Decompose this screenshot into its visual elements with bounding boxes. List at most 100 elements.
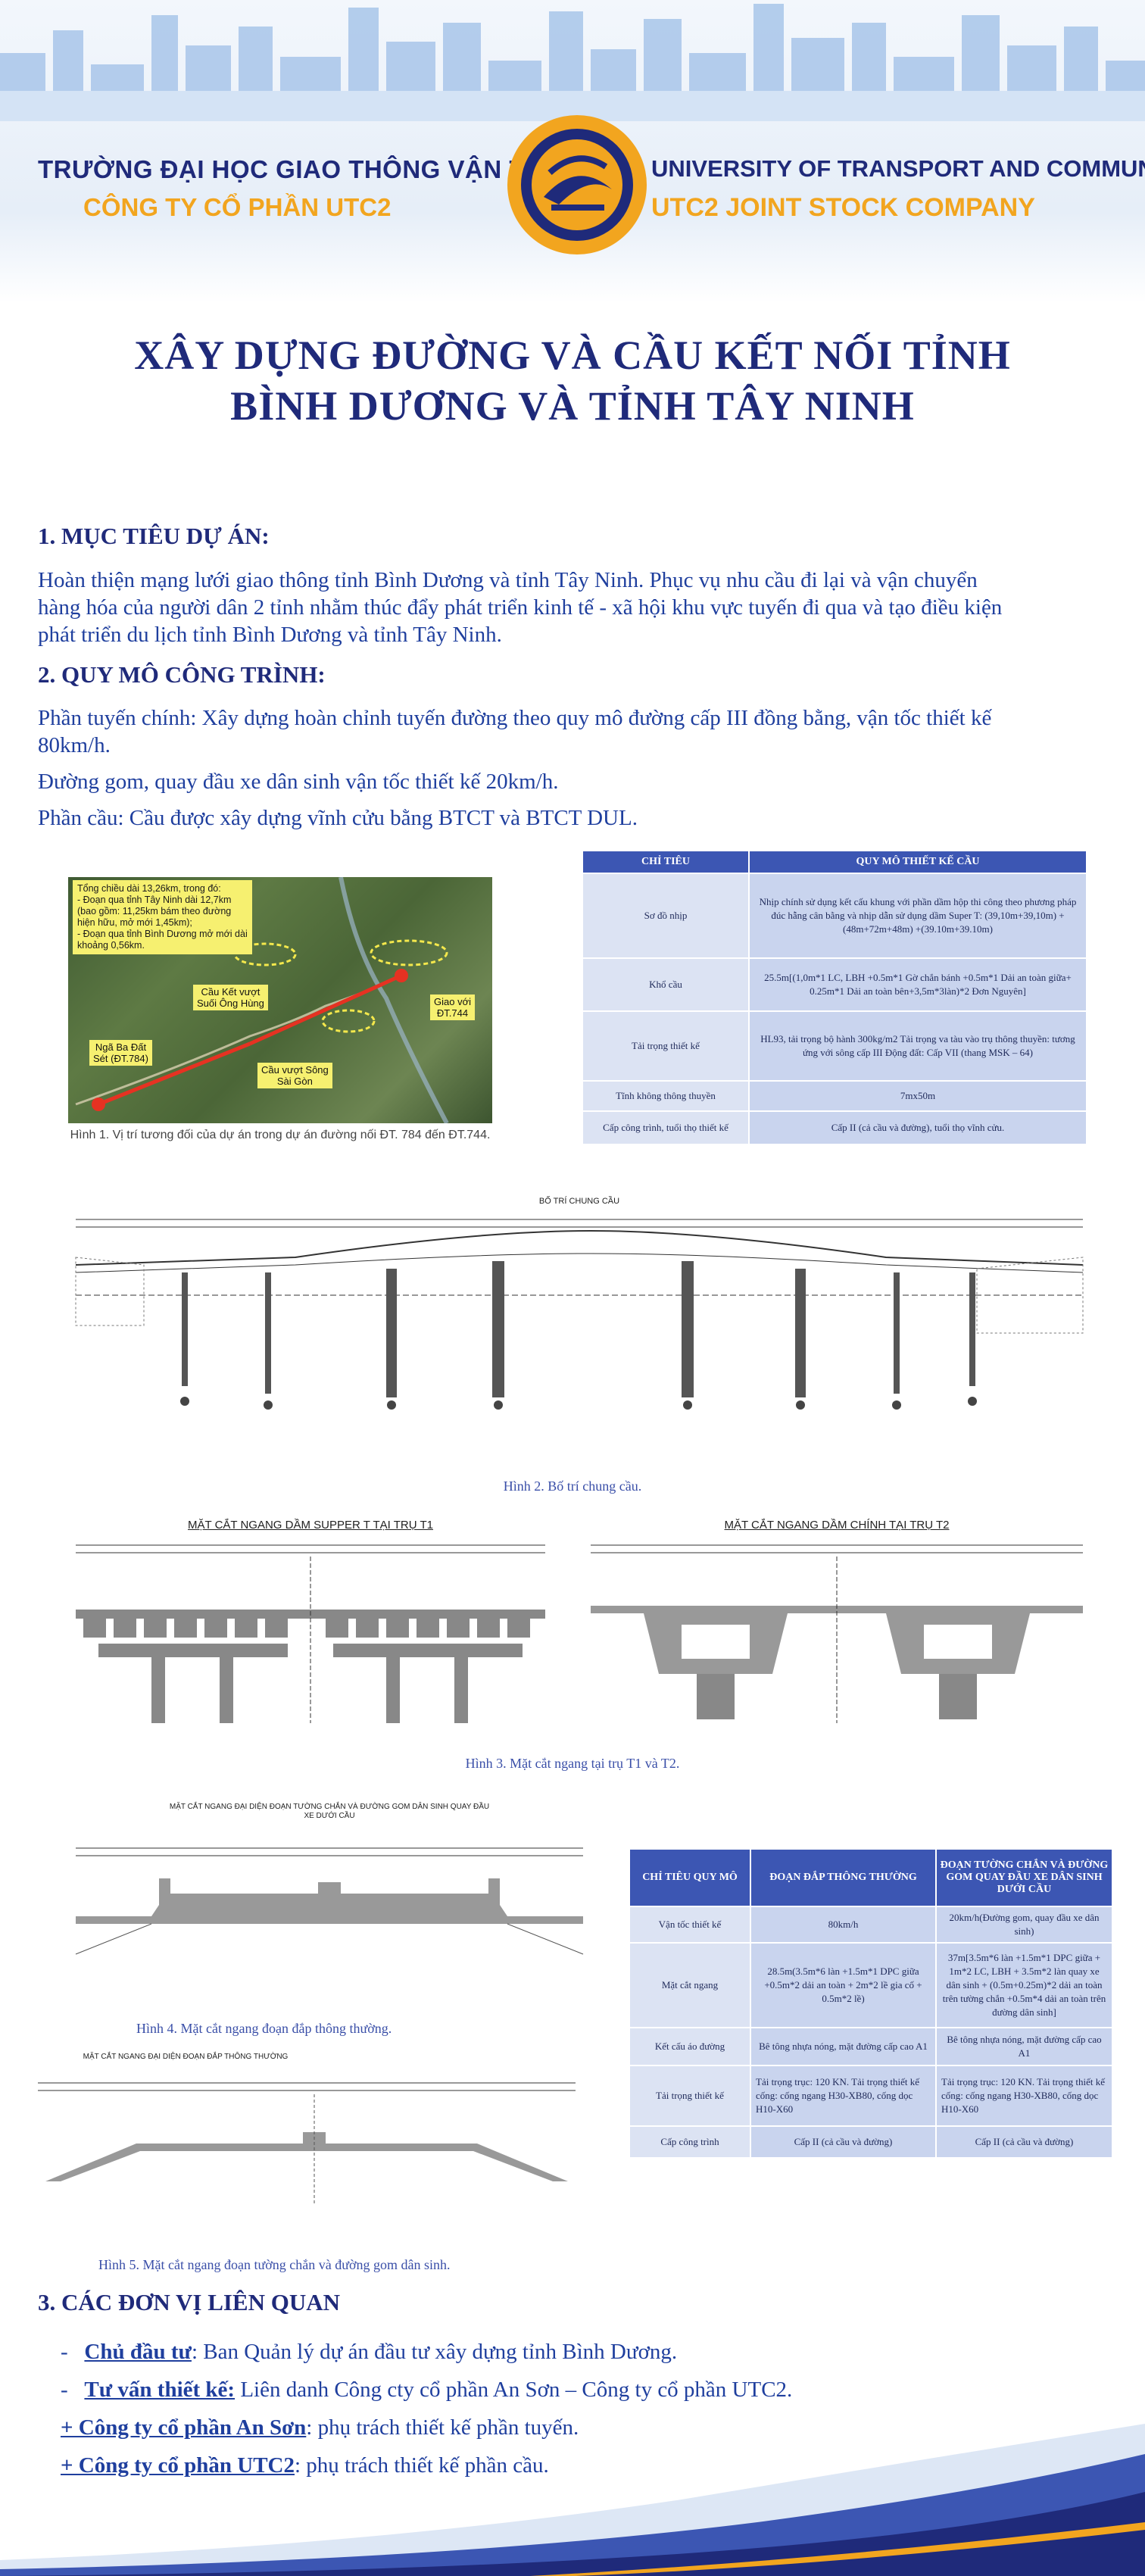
table-cell: Nhịp chính sử dụng kết cấu khung với phầ… <box>748 873 1087 959</box>
university-name-en: UNIVERSITY OF TRANSPORT AND COMMUNICATIO… <box>651 155 1145 182</box>
company-name-en: UTC2 JOINT STOCK COMPANY <box>651 193 1035 222</box>
retaining-wall-section-drawing <box>75 1847 584 1955</box>
figure5-caption: Hình 5. Mặt cắt ngang đoạn tường chắn và… <box>98 2257 451 2272</box>
figure4-caption: Hình 4. Mặt cắt ngang đoạn đắp thông thư… <box>136 2021 392 2036</box>
section2-line: Phần tuyến chính: Xây dựng hoàn chỉnh tu… <box>38 706 992 730</box>
map-label-line: Ngã Ba Đất <box>95 1041 147 1053</box>
figure3-right-section: MẶT CẮT NGANG DẦM CHÍNH TẠI TRỤ T2 <box>583 1519 1090 1723</box>
company-name-vn: CÔNG TY CỔ PHẦN UTC2 <box>83 193 392 221</box>
map-info-box: Tổng chiều dài 13,26km, trong đó: - Đoạn… <box>73 880 252 954</box>
list-item-label: Chủ đầu tư <box>84 2340 192 2364</box>
list-item-text: Liên danh Công cty cổ phần An Sơn – Công… <box>235 2378 793 2402</box>
list-item: + Công ty cổ phần UTC2: phụ trách thiết … <box>61 2446 1083 2484</box>
map-info-line: khoảng 0,56km. <box>77 940 145 951</box>
map-label-line: ĐT.744 <box>436 1007 469 1019</box>
table-cell: 20km/h(Đường gom, quay đầu xe dân sinh) <box>935 1906 1113 1944</box>
section2-line: Phần cầu: Cầu được xây dựng vĩnh cửu bằn… <box>38 806 638 830</box>
map-overlay <box>75 877 449 1123</box>
list-item-text: : Ban Quản lý dự án đầu tư xây dựng tỉnh… <box>191 2340 678 2364</box>
table-cell: Tải trọng thiết kế <box>629 2065 751 2127</box>
map-info-line: - Đoạn qua tỉnh Tây Ninh dài 12,7km <box>77 895 232 905</box>
figure3-title-right: MẶT CẮT NGANG DẦM CHÍNH TẠI TRỤ T2 <box>724 1519 950 1532</box>
map-info-line: Tổng chiều dài 13,26km, trong đó: <box>77 883 221 894</box>
list-item-label: + Công ty cổ phần UTC2 <box>61 2453 295 2478</box>
list-item: + Công ty cổ phần An Sơn: phụ trách thiế… <box>61 2409 1083 2446</box>
map-label-line: Cầu vượt Sông <box>261 1064 329 1076</box>
table-cell: Khổ cầu <box>582 957 750 1012</box>
table-cell: HL93, tải trọng bộ hành 300kg/m2 Tải trọ… <box>748 1010 1087 1082</box>
main-girder-section-drawing <box>591 1544 1083 1723</box>
table-header-cell: CHỈ TIÊU <box>582 850 750 874</box>
table-cell: 25.5m[(1,0m*1 LC, LBH +0.5m*1 Gờ chắn bá… <box>748 957 1087 1012</box>
map-label-line: Sài Gòn <box>276 1076 313 1087</box>
list-bullet: - <box>61 2340 68 2364</box>
table-cell: Cấp công trình <box>629 2125 751 2159</box>
figure1-caption: Hình 1. Vị trí tương đối của dự án trong… <box>70 1129 491 1141</box>
table-header-cell: ĐOẠN ĐẮP THÔNG THƯỜNG <box>750 1848 937 1907</box>
table-cell: Vận tốc thiết kế <box>629 1906 751 1944</box>
map-label-bridge1: Cầu Kết vượt Suối Ông Hùng <box>193 985 268 1010</box>
table-cell: Bê tông nhựa nóng, mặt đường cấp cao A1 <box>750 2027 937 2066</box>
table-cell: Mặt cắt ngang <box>629 1942 751 2028</box>
table-cell: 37m[3.5m*6 làn +1.5m*1 DPC giữa + 1m*2 L… <box>935 1942 1113 2028</box>
figure2-bridge-elevation: BỐ TRÍ CHUNG CẦU <box>68 1197 1090 1416</box>
table-cell: Kết cấu áo đường <box>629 2027 751 2066</box>
table-header-row: CHỈ TIÊU QUY MÔ THIẾT KẾ CẦU <box>582 850 1087 874</box>
map-info-line: (bao gồm: 11,25km bám theo đường <box>77 906 232 916</box>
supper-t-section-drawing <box>76 1544 545 1723</box>
table-cell: Cấp II (cả cầu và đường) <box>935 2125 1113 2159</box>
page-title-line1: XÂY DỰNG ĐƯỜNG VÀ CẦU KẾT NỐI TỈNH <box>134 333 1011 378</box>
table-cell: Cấp II (cả cầu và đường), tuổi thọ vĩnh … <box>748 1110 1087 1145</box>
table-header-cell: ĐOẠN TƯỜNG CHẮN VÀ ĐƯỜNG GOM QUAY ĐẦU XE… <box>935 1848 1113 1907</box>
table-cell: Tải trọng trục: 120 KN. Tải trọng thiết … <box>935 2065 1113 2127</box>
utc-logo <box>507 115 647 254</box>
map-label-line: Suối Ông Hùng <box>197 998 264 1009</box>
figure2-title: BỐ TRÍ CHUNG CẦU <box>538 1197 620 1206</box>
road-spec-table: CHỈ TIÊU QUY MÔ ĐOẠN ĐẮP THÔNG THƯỜNG ĐO… <box>629 1848 1113 2159</box>
figure5-section: MẶT CẮT NGANG ĐẠI DIỆN ĐOẠN ĐẮP THÔNG TH… <box>30 2053 583 2234</box>
figure2-caption: Hình 2. Bố trí chung cầu. <box>503 1478 642 1494</box>
section1-line: hàng hóa của người dân 2 tỉnh nhằm thúc … <box>38 595 1003 620</box>
table-header-cell: CHỈ TIÊU QUY MÔ <box>629 1848 751 1907</box>
list-item: - Tư vấn thiết kế: Liên danh Công cty cổ… <box>61 2371 1083 2409</box>
header-banner: TRƯỜNG ĐẠI HỌC GIAO THÔNG VẬN TẢI CÔNG T… <box>0 0 1145 303</box>
list-item-text: : phụ trách thiết kế phần tuyến. <box>306 2415 579 2440</box>
section2-line: 80km/h. <box>38 733 111 757</box>
figure3-title-left: MẶT CẮT NGANG DẦM SUPPER T TẠI TRỤ T1 <box>188 1519 433 1532</box>
table-cell: Tĩnh không thông thuyền <box>582 1080 750 1112</box>
map-label-line: Cầu Kết vượt <box>201 986 261 998</box>
list-item-label: Tư vấn thiết kế: <box>84 2378 236 2402</box>
figure3-caption: Hình 3. Mặt cắt ngang tại trụ T1 và T2. <box>465 1756 680 1771</box>
list-item: - Chủ đầu tư: Ban Quản lý dự án đầu tư x… <box>61 2333 1083 2371</box>
table-cell: Tải trọng trục: 120 KN. Tải trọng thiết … <box>750 2065 937 2127</box>
list-item-text: : phụ trách thiết kế phần cầu. <box>295 2453 549 2478</box>
section1-line: phát triển du lịch tỉnh Bình Dương và tỉ… <box>38 623 502 647</box>
bottom-wave-decoration <box>0 2424 1145 2576</box>
table-cell: 80km/h <box>750 1906 937 1944</box>
table-cell: 28.5m(3.5m*6 làn +1.5m*1 DPC giữa +0.5m*… <box>750 1942 937 2028</box>
figure4-section: MẶT CẮT NGANG ĐẠI DIỆN ĐOẠN TƯỜNG CHẮN V… <box>68 1803 591 2007</box>
embankment-section-drawing <box>38 2082 576 2204</box>
map-label-start: Ngã Ba Đất Sét (ĐT.784) <box>89 1040 152 1066</box>
table-cell: Cấp công trình, tuổi thọ thiết kế <box>582 1110 750 1145</box>
section1-line: Hoàn thiện mạng lưới giao thông tỉnh Bìn… <box>38 568 978 592</box>
figure3-left-section: MẶT CẮT NGANG DẦM SUPPER T TẠI TRỤ T1 <box>68 1519 553 1723</box>
table-cell: Bê tông nhựa nóng, mặt đường cấp cao A1 <box>935 2027 1113 2066</box>
bridge-elevation-drawing <box>75 1219 1084 1410</box>
table-header-row: CHỈ TIÊU QUY MÔ ĐOẠN ĐẮP THÔNG THƯỜNG ĐO… <box>629 1848 1113 1907</box>
table-header-cell: QUY MÔ THIẾT KẾ CẦU <box>748 850 1087 874</box>
section1-body: Hoàn thiện mạng lưới giao thông tỉnh Bìn… <box>38 567 1113 648</box>
list-bullet: - <box>61 2378 68 2402</box>
table-cell: Sơ đồ nhịp <box>582 873 750 959</box>
map-label-junction: Giao với ĐT.744 <box>430 994 475 1020</box>
map-info-line: hiện hữu, mở mới 1,45km); <box>77 917 192 928</box>
